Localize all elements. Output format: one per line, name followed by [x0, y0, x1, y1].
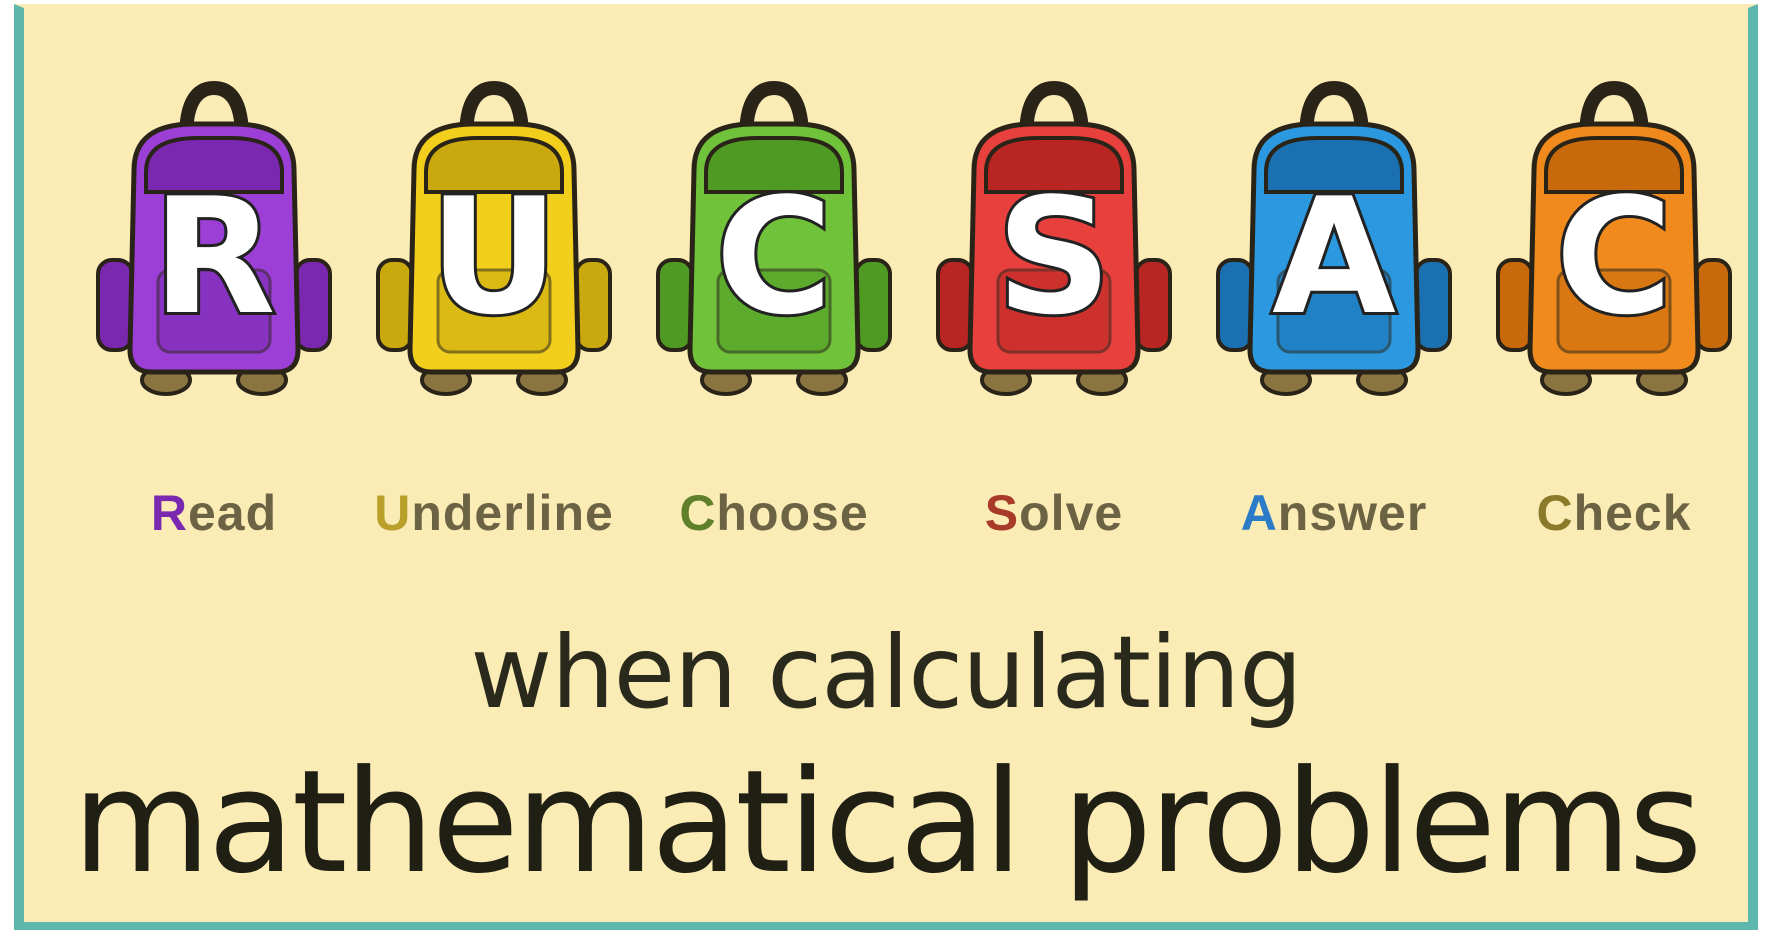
backpack-flap	[424, 136, 564, 194]
backpack-front-pocket	[1556, 268, 1672, 354]
word-row: Read Underline Choose Solve Answer Check	[94, 478, 1734, 548]
backpack-letter: A	[1269, 163, 1399, 350]
backpack-letter: C	[712, 163, 835, 350]
backpack-handle	[1019, 80, 1089, 145]
backpack-r: R	[94, 80, 334, 430]
backpack-flap	[1544, 136, 1684, 194]
backpack-s: S	[934, 80, 1174, 430]
backpack-c2: C	[1494, 80, 1734, 430]
word-read: Read	[74, 478, 354, 548]
backpack-front-pocket	[716, 268, 832, 354]
word-initial: C	[1536, 485, 1574, 541]
backpack-front-pocket	[156, 268, 272, 354]
title-line: mathematical problems	[72, 740, 1702, 905]
backpack-handle	[459, 80, 529, 145]
word-initial: R	[150, 485, 188, 541]
backpack-icon	[1496, 80, 1732, 396]
word-rest: ead	[187, 485, 278, 541]
word-initial: U	[374, 485, 412, 541]
subtitle-line: when calculating	[470, 614, 1302, 731]
backpack-letter: U	[426, 163, 562, 350]
word-choose: Choose	[634, 478, 914, 548]
backpack-letter: S	[993, 163, 1114, 350]
backpack-letter: R	[149, 163, 278, 350]
word-check: Check	[1474, 478, 1748, 548]
backpack-icon	[1216, 80, 1452, 396]
backpack-icon	[376, 80, 612, 396]
backpack-flap	[984, 136, 1124, 194]
word-underline: Underline	[354, 478, 634, 548]
backpack-front-pocket	[436, 268, 552, 354]
backpack-flap	[144, 136, 284, 194]
word-answer: Answer	[1194, 478, 1474, 548]
word-rest: nderline	[411, 485, 614, 541]
backpack-flap	[704, 136, 844, 194]
backpack-front-pocket	[996, 268, 1112, 354]
word-initial: S	[984, 485, 1020, 541]
backpack-c: C	[654, 80, 894, 430]
backpack-letter: C	[1552, 163, 1675, 350]
backpack-icon	[96, 80, 332, 396]
word-rest: nswer	[1277, 485, 1428, 541]
word-initial: C	[679, 485, 717, 541]
word-rest: heck	[1573, 485, 1692, 541]
rucsac-poster: R U C S A C Read Underline Choose Solve …	[14, 4, 1758, 930]
backpack-flap	[1264, 136, 1404, 194]
backpack-row: R U C S A C	[94, 80, 1734, 430]
backpack-a: A	[1214, 80, 1454, 430]
backpack-u: U	[374, 80, 614, 430]
backpack-icon	[936, 80, 1172, 396]
backpack-handle	[1299, 80, 1369, 145]
backpack-icon	[656, 80, 892, 396]
word-initial: A	[1240, 485, 1278, 541]
backpack-front-pocket	[1276, 268, 1392, 354]
word-solve: Solve	[914, 478, 1194, 548]
word-rest: olve	[1019, 485, 1124, 541]
backpack-handle	[739, 80, 809, 145]
backpack-handle	[179, 80, 249, 145]
word-rest: hoose	[716, 485, 869, 541]
backpack-handle	[1579, 80, 1649, 145]
